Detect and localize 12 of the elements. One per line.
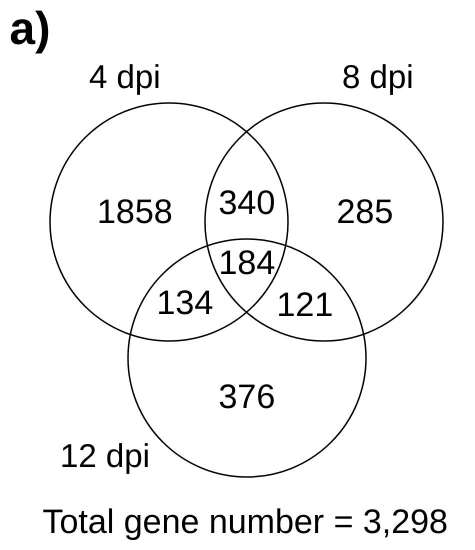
set-label: 8 dpi bbox=[342, 60, 414, 92]
count-value: 285 bbox=[336, 195, 394, 229]
count-value: 121 bbox=[276, 288, 334, 322]
count-value: 184 bbox=[218, 246, 276, 280]
count-value: 1858 bbox=[97, 195, 173, 229]
count-value: 376 bbox=[218, 380, 276, 414]
count-value: 340 bbox=[218, 186, 276, 220]
count-value: 134 bbox=[156, 286, 214, 320]
panel-letter: a) bbox=[10, 5, 50, 51]
set-label: 12 dpi bbox=[60, 438, 150, 472]
set-label: 4 dpi bbox=[89, 60, 161, 92]
caption: Total gene number = 3,298 bbox=[42, 505, 448, 539]
